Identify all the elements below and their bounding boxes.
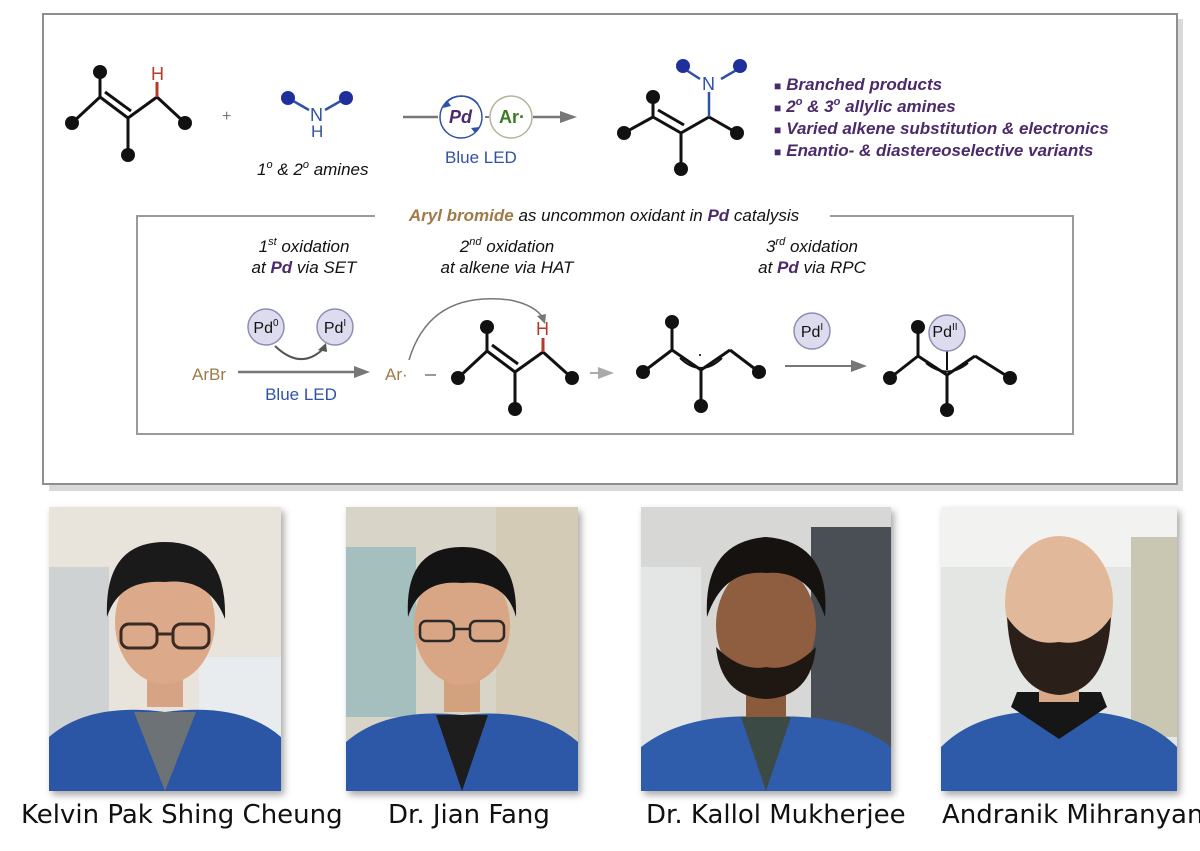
allyl-radical: · — [636, 315, 766, 413]
bullet-alkene-substitution: ■Varied alkene substitution & electronic… — [774, 119, 1109, 138]
pi-allyl-palladium: PdII — [883, 314, 1017, 417]
portrait-photo — [49, 507, 281, 791]
pd1-rpc-label: PdI — [801, 322, 823, 341]
oxidation-1-site: at Pd via SET — [252, 258, 358, 277]
amine-nitrogen: N — [310, 105, 323, 125]
mechanism-header: Aryl bromide as uncommon oxidant in Pd c… — [408, 206, 800, 225]
alkene-substituents — [65, 65, 192, 162]
ar-radical-label: Ar· — [385, 365, 408, 384]
oxidation-2-site: at alkene via HAT — [441, 258, 576, 277]
person-name: Kelvin Pak Shing Cheung — [21, 800, 343, 830]
allylic-amine-product: N — [617, 59, 747, 176]
ar-label: Ar· — [499, 107, 525, 127]
oxidation-3-title: 3rd oxidation — [766, 236, 858, 256]
pd1-label: PdI — [324, 318, 346, 337]
blue-led-mech-label: Blue LED — [265, 385, 337, 404]
pd-label: Pd — [449, 107, 473, 127]
oxidation-3-site: at Pd via RPC — [758, 258, 866, 277]
pd1-rpc-badge — [793, 312, 831, 350]
arbr-label: ArBr — [192, 365, 226, 384]
product-nitrogen: N — [702, 74, 715, 94]
aryl-radical-circle — [489, 95, 533, 139]
panel-frame — [42, 13, 1178, 485]
hat-curved-arrow — [408, 298, 544, 361]
amine-reactant: N H — [281, 91, 353, 141]
oxidation-2-title: 2nd oxidation — [459, 236, 555, 256]
blue-led-label: Blue LED — [445, 148, 517, 167]
reaction-arrow: Pd Ar· Blue LED — [403, 95, 577, 167]
plus-sign: + — [222, 108, 231, 125]
pd0-label: Pd0 — [253, 318, 279, 337]
reaction-scheme: H + N H 1o & 2o amines Pd Ar· Blue LED — [42, 13, 1183, 491]
hat-hydrogen-label: H — [536, 319, 549, 339]
person-name: Dr. Kallol Mukherjee — [646, 800, 906, 830]
amine-caption: 1o & 2o amines — [257, 159, 369, 179]
mechanism-header-bg — [375, 205, 830, 227]
person-name: Andranik Mihranyan — [942, 800, 1200, 830]
radical-dot: · — [697, 344, 703, 364]
oxidation-1-title: 1st oxidation — [259, 236, 350, 256]
portrait-photo — [641, 507, 891, 791]
pd1-badge — [316, 308, 354, 346]
bullet-selective-variants: ■Enantio- & diastereoselective variants — [774, 141, 1093, 160]
bullet-allylic-amines: ■2o & 3o allylic amines — [774, 96, 956, 116]
portrait-photo — [346, 507, 578, 791]
feature-list: ■Branched products ■2o & 3o allylic amin… — [774, 75, 1109, 160]
pd2-label: PdII — [932, 322, 957, 341]
alkene-intermediate: H — [451, 319, 579, 416]
amine-hydrogen: H — [311, 122, 323, 141]
pd2-badge — [928, 314, 966, 352]
hydrogen-label: H — [151, 64, 164, 84]
portrait-photo — [941, 507, 1177, 791]
pd0-badge — [247, 308, 285, 346]
bullet-branched-products: ■Branched products — [774, 75, 942, 94]
set-curved-arrow — [274, 345, 323, 360]
person-name: Dr. Jian Fang — [388, 800, 550, 830]
